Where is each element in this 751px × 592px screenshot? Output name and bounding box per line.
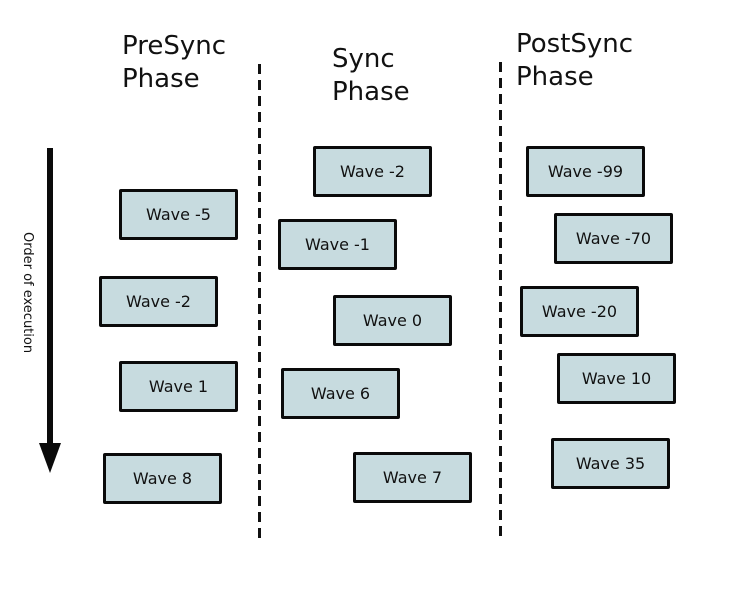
wave-box-postsync-4: Wave 35 xyxy=(551,438,670,489)
wave-label: Wave -99 xyxy=(547,162,624,181)
wave-box-sync-2: Wave 0 xyxy=(333,295,452,346)
wave-box-presync-0: Wave -5 xyxy=(119,189,238,240)
phase-title-presync: PreSync Phase xyxy=(122,31,226,94)
phase-title-postsync: PostSync Phase xyxy=(516,29,634,92)
wave-label: Wave -20 xyxy=(541,302,618,321)
wave-label: Wave -70 xyxy=(575,229,652,248)
wave-label: Wave -5 xyxy=(146,205,211,224)
arrow-down-icon xyxy=(39,443,61,473)
wave-label: Wave 6 xyxy=(310,384,371,403)
wave-label: Wave 1 xyxy=(148,377,209,396)
wave-label: Wave 10 xyxy=(581,369,652,388)
wave-box-postsync-3: Wave 10 xyxy=(557,353,676,404)
phase-separator-left xyxy=(258,64,261,541)
wave-label: Wave -2 xyxy=(126,292,191,311)
wave-box-sync-3: Wave 6 xyxy=(281,368,400,419)
order-of-execution-label: Order of execution xyxy=(20,232,35,354)
wave-label: Wave 35 xyxy=(575,454,646,473)
wave-box-sync-1: Wave -1 xyxy=(278,219,397,270)
wave-box-sync-0: Wave -2 xyxy=(313,146,432,197)
phase-separator-right xyxy=(499,62,502,541)
wave-label: Wave 0 xyxy=(362,311,423,330)
phase-title-sync: Sync Phase xyxy=(332,44,410,107)
wave-label: Wave 8 xyxy=(132,469,193,488)
wave-box-sync-4: Wave 7 xyxy=(353,452,472,503)
wave-box-postsync-0: Wave -99 xyxy=(526,146,645,197)
wave-label: Wave 7 xyxy=(382,468,443,487)
wave-box-presync-2: Wave 1 xyxy=(119,361,238,412)
wave-box-presync-3: Wave 8 xyxy=(103,453,222,504)
wave-label: Wave -2 xyxy=(340,162,405,181)
wave-label: Wave -1 xyxy=(305,235,370,254)
wave-box-postsync-1: Wave -70 xyxy=(554,213,673,264)
order-arrow-shaft xyxy=(47,148,53,444)
wave-box-presync-1: Wave -2 xyxy=(99,276,218,327)
wave-box-postsync-2: Wave -20 xyxy=(520,286,639,337)
